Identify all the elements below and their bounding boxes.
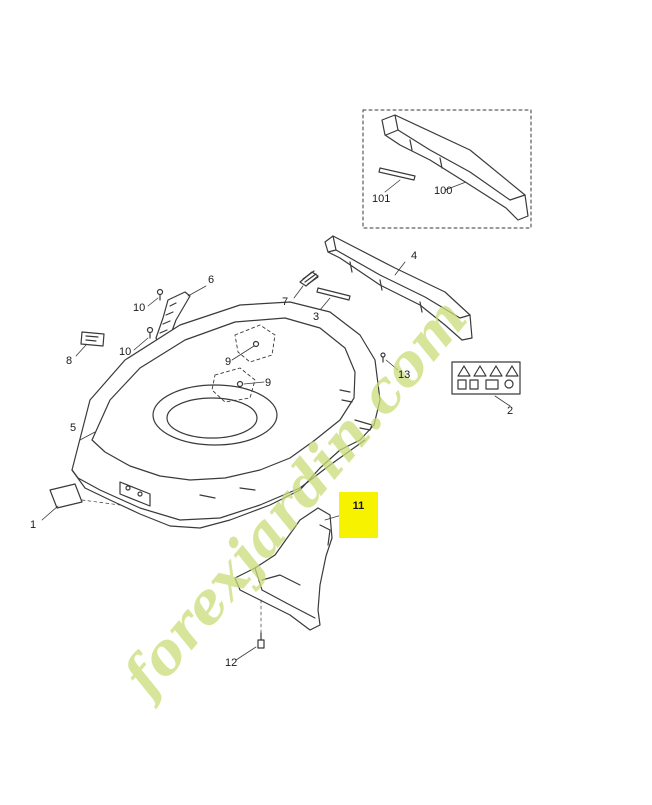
mount-screws xyxy=(236,340,260,388)
part-label-10-top: 10 xyxy=(133,302,146,314)
highlighted-part-box: 11 xyxy=(339,492,378,538)
part-label-6: 6 xyxy=(208,274,215,286)
part-label-9-bottom: 9 xyxy=(265,377,272,389)
part-label-12: 12 xyxy=(225,657,238,669)
pin-inset-shape xyxy=(378,167,416,181)
screw-shapes xyxy=(146,288,164,339)
part-label-2: 2 xyxy=(507,405,514,417)
part-label-100: 100 xyxy=(434,185,453,197)
part-label-1: 1 xyxy=(30,519,37,531)
part-label-7: 7 xyxy=(282,296,289,308)
rear-flap-inset-shape xyxy=(381,114,529,221)
part-label-13: 13 xyxy=(398,369,411,381)
small-label-shape xyxy=(80,331,105,347)
part-label-9-top: 9 xyxy=(225,356,232,368)
mount-regions xyxy=(211,324,276,403)
side-shroud-shape xyxy=(234,507,333,631)
part-label-11: 11 xyxy=(352,500,365,512)
deck-housing-shape xyxy=(71,301,381,529)
rod-shape xyxy=(316,287,351,301)
part-label-10-bottom: 10 xyxy=(119,346,132,358)
part-label-8: 8 xyxy=(66,355,73,367)
part-label-4: 4 xyxy=(411,250,418,262)
bottom-screw-shape xyxy=(257,632,265,649)
part-label-3: 3 xyxy=(313,311,320,323)
inset-dashed-frame xyxy=(362,109,532,229)
side-screw-shape xyxy=(380,352,386,363)
part-label-101: 101 xyxy=(372,193,391,205)
part-label-5: 5 xyxy=(70,422,77,434)
deck-motor-opening xyxy=(152,384,278,446)
rear-flap-shape xyxy=(324,235,473,341)
spring-shape xyxy=(299,270,319,287)
deck-label-shape xyxy=(49,483,83,509)
warning-label-shape xyxy=(451,361,521,395)
